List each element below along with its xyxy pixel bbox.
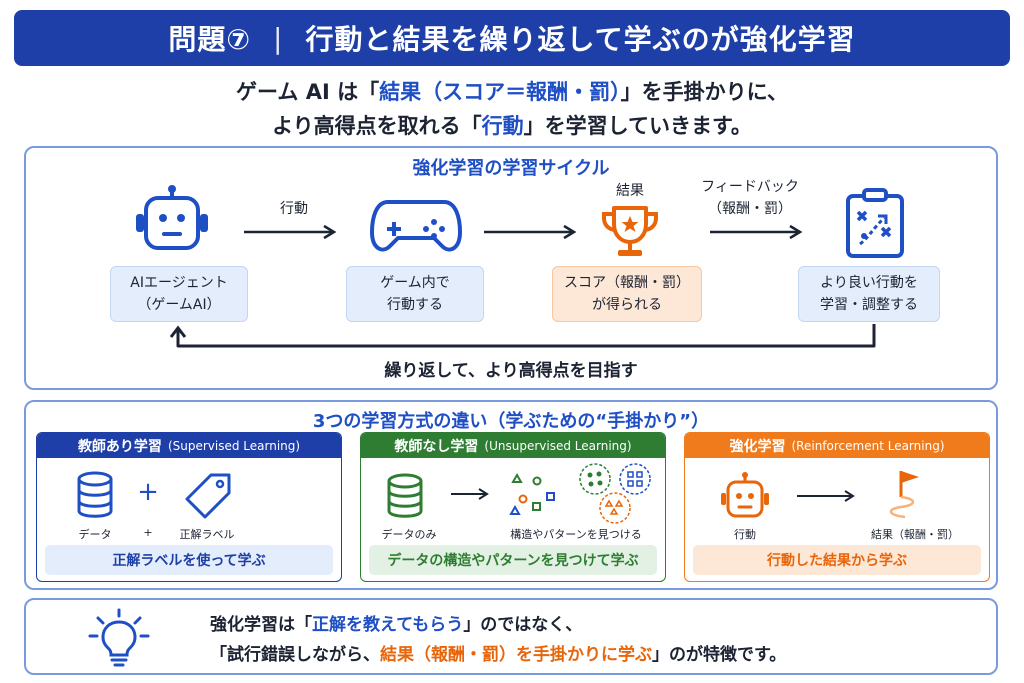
scattered-data-icon [509, 472, 555, 515]
score-box-line-1: スコア（報酬・罰） [564, 275, 690, 291]
lightbulb-icon [88, 608, 150, 667]
reinforcement-name: 強化学習 [729, 438, 786, 455]
intro-text: 」を手掛かりに、 [620, 80, 788, 104]
reinforcement-header: 強化学習 (Reinforcement Learning) [685, 433, 989, 458]
intro-line-1: ゲーム AI は「結果（スコア＝報酬・罰）」を手掛かりに、 [0, 76, 1024, 106]
gamepad-icon [370, 200, 462, 252]
action-box: ゲーム内で 行動する [346, 266, 484, 322]
feedback-label-2: （報酬・罰） [708, 201, 792, 217]
arrow-right-icon [451, 488, 489, 500]
intro-highlight-result: 結果（スコア＝報酬・罰） [379, 80, 621, 104]
arrow-right-icon [797, 490, 855, 502]
supervised-header: 教師あり学習 (Supervised Learning) [37, 433, 341, 458]
title-banner: 問題⑦ | 行動と結果を繰り返して学ぶのが強化学習 [14, 10, 1010, 66]
plus-sign: + [137, 477, 159, 507]
arrow-right-icon [244, 224, 337, 240]
supervised-label-label: 正解ラベル [179, 528, 235, 541]
improve-box: より良い行動を 学習・調整する [798, 266, 940, 322]
flag-path-icon [889, 471, 919, 519]
unsupervised-name: 教師なし学習 [394, 438, 479, 455]
reinforcement-action-label: 行動 [734, 528, 756, 541]
note-text: 「試行錯誤しながら、 [210, 645, 380, 665]
note-highlight-correct: 正解を教えてもらう [312, 615, 464, 635]
methods-title: 3つの学習方式の違い（学ぶための“手掛かり”） [312, 411, 710, 432]
action-box-line-2: 行動する [387, 297, 443, 313]
reinforcement-summary: 行動した結果から学ぶ [693, 545, 981, 575]
learning-cycle-panel: 強化学習の学習サイクル 行動 結果 [24, 146, 998, 390]
page-title: 行動と結果を繰り返して学ぶのが強化学習 [305, 23, 856, 56]
note-text: 」のが特徴です。 [652, 645, 787, 665]
intro-text: より高得点を取れる「 [272, 114, 482, 138]
supervised-data-label: データ [78, 528, 112, 541]
supervised-summary: 正解ラベルを使って学ぶ [45, 545, 333, 575]
improve-box-line-2: 学習・調整する [820, 297, 918, 313]
action-box-line-1: ゲーム内で [380, 275, 450, 291]
cycle-title: 強化学習の学習サイクル [412, 158, 610, 179]
note-line-1: 強化学習は「正解を教えてもらう」のではなく、 [210, 610, 582, 635]
improve-box-line-1: より良い行動を [820, 275, 918, 291]
agent-box-line-2: （ゲームAI） [137, 297, 221, 313]
agent-box: AIエージェント （ゲームAI） [110, 266, 248, 322]
note-text: 強化学習は「 [210, 615, 312, 635]
database-icon [387, 473, 423, 518]
unsupervised-column: 教師なし学習 (Unsupervised Learning) [360, 432, 666, 582]
note-line-2: 「試行錯誤しながら、結果（報酬・罰）を手掛かりに学ぶ」のが特徴です。 [210, 640, 786, 665]
tag-icon [185, 473, 231, 519]
intro-line-2: より高得点を取れる「行動」を学習していきます。 [0, 110, 1024, 140]
robot-icon [721, 472, 769, 518]
loop-back-arrow-icon [169, 324, 876, 348]
learning-methods-panel: 3つの学習方式の違い（学ぶための“手掛かり”） 教師あり学習 (Supervis… [24, 400, 998, 590]
database-icon [77, 471, 113, 518]
unsupervised-summary: データの構造やパターンを見つけて学ぶ [369, 545, 657, 575]
supervised-plus-label: + [143, 526, 153, 539]
arrow-action-label: 行動 [280, 201, 308, 217]
title-separator: | [273, 21, 284, 55]
score-box: スコア（報酬・罰） が得られる [552, 266, 702, 322]
clipboard-strategy-icon [846, 188, 904, 258]
intro-text: 」を学習していきます。 [523, 114, 752, 138]
reinforcement-result-label: 結果（報酬・罰） [871, 528, 959, 541]
clusters-icon [579, 463, 651, 524]
summary-note-panel: 強化学習は「正解を教えてもらう」のではなく、 「試行錯誤しながら、結果（報酬・罰… [24, 598, 998, 675]
arrow-right-icon [710, 224, 803, 240]
unsupervised-data-label: データのみ [381, 528, 437, 541]
score-box-line-2: が得られる [592, 297, 662, 313]
robot-icon [136, 185, 208, 250]
supervised-name: 教師あり学習 [77, 438, 162, 455]
agent-box-line-1: AIエージェント [130, 275, 228, 291]
unsupervised-header: 教師なし学習 (Unsupervised Learning) [361, 433, 665, 458]
feedback-label-1: フィードバック [701, 179, 799, 195]
unsupervised-pattern-label: 構造やパターンを見つける [510, 528, 642, 541]
supervised-en: (Supervised Learning) [167, 438, 301, 453]
note-highlight-feature: 結果（報酬・罰）を手掛かりに学ぶ [380, 645, 652, 665]
cycle-loop-text: 繰り返して、より高得点を目指す [384, 361, 638, 381]
intro-highlight-action: 行動 [481, 114, 524, 138]
unsupervised-en: (Unsupervised Learning) [484, 438, 632, 453]
reinforcement-en: (Reinforcement Learning) [791, 438, 945, 453]
result-label: 結果 [616, 183, 644, 199]
trophy-icon [602, 206, 658, 256]
reinforcement-column: 強化学習 (Reinforcement Learning) 行動 結果（報酬・罰… [684, 432, 990, 582]
supervised-column: 教師あり学習 (Supervised Learning) + データ + 正解ラ… [36, 432, 342, 582]
intro-text: ゲーム AI は「 [236, 80, 380, 104]
note-text: 」のではなく、 [463, 615, 583, 635]
problem-number: 問題⑦ [168, 23, 252, 56]
arrow-right-icon [484, 224, 577, 240]
